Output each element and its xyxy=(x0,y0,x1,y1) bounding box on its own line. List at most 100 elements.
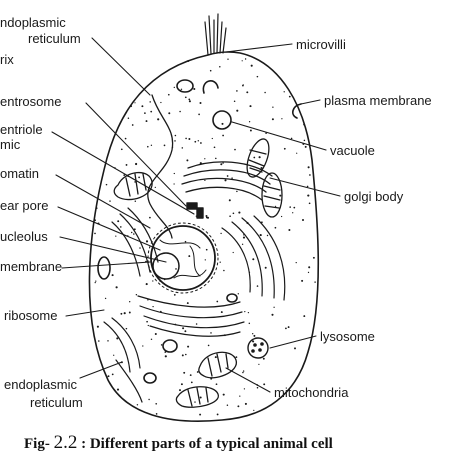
granule-dot xyxy=(135,162,138,166)
label-lysosome: lysosome xyxy=(320,329,375,344)
granule-dot xyxy=(228,199,231,202)
granule-dot xyxy=(186,159,189,162)
vesicle xyxy=(176,79,194,93)
granule-dot xyxy=(145,283,148,286)
mitochondrion-upper-left xyxy=(113,171,153,201)
label-nuclear-pore: ear pore xyxy=(0,198,49,213)
granule-dot xyxy=(128,311,131,314)
granule-dot xyxy=(149,101,151,103)
granule-dot xyxy=(127,235,129,237)
granule-dot xyxy=(248,271,251,273)
granule-dot xyxy=(173,294,176,296)
granule-dot xyxy=(186,302,189,305)
nucleolus-shape xyxy=(152,252,180,280)
granule-dot xyxy=(136,404,139,406)
granule-dot xyxy=(256,75,259,78)
rough-er-right xyxy=(221,215,286,301)
caption-prefix: Fig- xyxy=(24,436,50,452)
granule-dot xyxy=(213,146,216,149)
granule-dot xyxy=(271,118,274,121)
granule-dot xyxy=(138,176,140,179)
granule-dot xyxy=(248,121,251,123)
granule-dot xyxy=(188,98,191,101)
granule-dot xyxy=(147,324,149,327)
granule-dot xyxy=(222,393,225,396)
granule-dot xyxy=(246,91,249,94)
granule-dot xyxy=(306,185,309,188)
label-centriole-sub: mic xyxy=(0,137,21,152)
granule-dot xyxy=(239,395,241,397)
granule-dot xyxy=(252,340,255,343)
granule-dot xyxy=(288,95,291,98)
granule-dot xyxy=(107,375,110,378)
granule-dot xyxy=(185,137,187,140)
granule-dot xyxy=(242,370,245,372)
granule-dot xyxy=(181,354,184,357)
granule-dot xyxy=(173,86,175,89)
granule-dot xyxy=(226,404,229,407)
granule-dot xyxy=(222,134,224,137)
granule-dot xyxy=(115,235,117,237)
granule-dot xyxy=(104,297,107,300)
caption-text: : Different parts of a typical animal ce… xyxy=(81,436,333,452)
granule-dot xyxy=(195,323,198,325)
membrane-notch xyxy=(292,103,302,119)
granule-dot xyxy=(180,383,183,386)
granule-dot xyxy=(180,88,183,90)
granule-dot xyxy=(232,251,234,254)
granule-dot xyxy=(160,101,162,104)
granule-dot xyxy=(114,167,116,169)
granule-dot xyxy=(168,112,171,115)
granule-dot xyxy=(100,276,102,278)
granule-dot xyxy=(220,163,223,166)
microvilli xyxy=(204,13,227,56)
granule-dot xyxy=(148,398,150,401)
granule-dot xyxy=(236,190,238,193)
granule-dot xyxy=(167,93,170,96)
granule-dot xyxy=(205,216,208,219)
granule-dot xyxy=(134,181,136,183)
label-microvilli: microvilli xyxy=(296,37,346,52)
granule-dot xyxy=(273,306,275,308)
granule-dot xyxy=(97,340,100,342)
granule-dot xyxy=(227,58,229,60)
granule-dot xyxy=(258,156,261,159)
granule-dot xyxy=(219,65,221,68)
granule-dot xyxy=(131,124,134,126)
label-matrix: rix xyxy=(0,52,14,67)
granule-dot xyxy=(144,112,146,114)
granule-dot xyxy=(226,175,229,177)
granule-dot xyxy=(195,215,198,217)
granule-dot xyxy=(139,247,141,249)
granule-dot xyxy=(196,371,199,373)
granule-dot xyxy=(199,162,202,165)
granule-dot xyxy=(260,166,263,170)
granule-dot xyxy=(250,64,253,67)
granule-dot xyxy=(155,413,158,415)
cell-membrane-outline xyxy=(88,51,320,423)
label-centriole: entriole xyxy=(0,122,43,137)
label-nucleolus: ucleolus xyxy=(0,229,48,244)
granule-dot xyxy=(175,268,177,270)
granule-dot xyxy=(309,174,311,176)
granule-dot xyxy=(236,109,239,112)
granule-dot xyxy=(246,221,249,225)
granule-dot xyxy=(95,280,97,282)
granule-dot xyxy=(173,172,175,175)
granule-dot xyxy=(120,148,123,151)
granule-dot xyxy=(184,330,187,333)
granule-dot xyxy=(253,409,255,411)
granule-dot xyxy=(129,301,131,303)
granule-dot xyxy=(154,332,157,336)
rough-er-bottom-left xyxy=(103,317,143,403)
rough-er-lower xyxy=(137,295,245,337)
label-endoplasmic-reticulum-top-1: ndoplasmic xyxy=(0,15,66,30)
granule-dot xyxy=(187,345,190,348)
granule-dot xyxy=(238,211,241,214)
granule-dot xyxy=(242,84,244,86)
granule-dot xyxy=(237,293,239,295)
vesicle xyxy=(226,293,238,303)
granule-dot xyxy=(129,105,133,108)
granule-dot xyxy=(249,105,252,108)
granule-dot xyxy=(133,233,135,235)
